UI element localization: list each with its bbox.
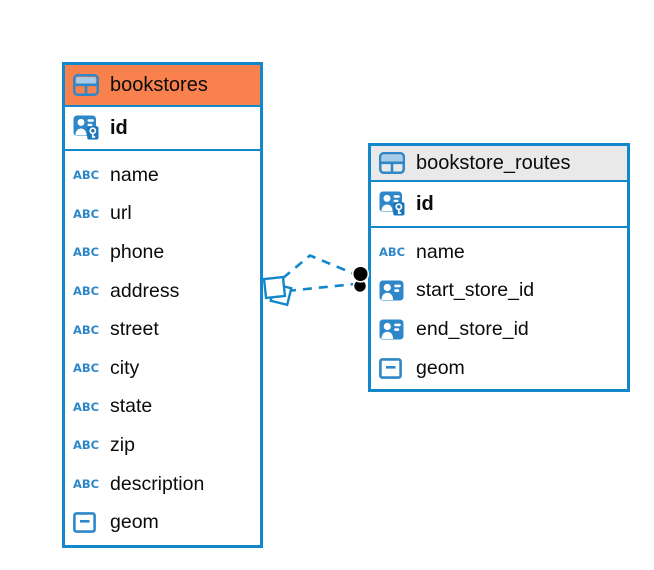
column-row[interactable]: ABC address [65,272,260,311]
column-row[interactable]: ABC description [65,465,260,504]
column-row[interactable]: ABC state [65,388,260,427]
column-name: address [110,279,180,302]
columns-section: ABC name ABC url ABC phone ABC address A… [65,151,260,542]
column-name: start_store_id [416,279,535,302]
table-icon [73,74,101,96]
column-row[interactable]: ABC city [65,349,260,388]
column-name: geom [110,511,159,534]
column-row[interactable]: ABC url [65,195,260,234]
column-row[interactable]: geom [371,349,627,388]
column-name: id [110,116,128,139]
relationship-diamond-marker[interactable] [262,275,287,300]
table-title: bookstores [110,73,208,96]
table-icon [379,152,407,174]
column-row[interactable]: ABC street [65,310,260,349]
column-row-pk[interactable]: id [65,107,260,151]
text-type-icon: ABC [379,245,406,260]
column-name: geom [416,356,465,379]
column-row[interactable]: geom [65,503,260,542]
relationship-diamond-marker[interactable] [269,282,293,307]
relationship-line[interactable] [282,253,358,279]
column-row[interactable]: ABC phone [65,233,260,272]
column-name: city [110,356,140,379]
relationship-dot-marker[interactable] [351,265,370,283]
column-name: description [110,472,205,495]
column-row[interactable]: end_store_id [371,310,627,349]
primary-key-icon [73,115,101,142]
column-row-pk[interactable]: id [371,182,627,228]
column-name: zip [110,433,135,456]
text-type-icon: ABC [73,477,100,492]
primary-key-icon [379,191,407,218]
column-row[interactable]: ABC zip [65,426,260,465]
text-type-icon: ABC [73,284,100,299]
entity-table-bookstores[interactable]: bookstores id ABC na [62,62,263,548]
relationship-dot-marker[interactable] [352,278,368,294]
column-name: state [110,395,153,418]
column-name: street [110,318,159,341]
column-row[interactable]: ABC name [65,156,260,195]
column-name: url [110,202,132,225]
column-name: id [416,192,434,215]
table-header-bookstores[interactable]: bookstores [65,65,260,107]
geometry-type-icon [379,357,407,379]
column-name: end_store_id [416,317,529,340]
column-row[interactable]: start_store_id [371,272,627,311]
table-title: bookstore_routes [416,151,571,174]
text-type-icon: ABC [73,399,100,414]
geometry-type-icon [73,512,101,534]
text-type-icon: ABC [73,206,100,221]
foreign-key-icon [379,280,407,301]
text-type-icon: ABC [73,322,100,337]
column-row[interactable]: ABC name [371,233,627,272]
entity-table-bookstore-routes[interactable]: bookstore_routes id ABC [368,143,630,392]
text-type-icon: ABC [73,438,100,453]
table-header-bookstore-routes[interactable]: bookstore_routes [371,146,627,182]
text-type-icon: ABC [73,361,100,376]
column-name: name [110,163,159,186]
relationship-line[interactable] [286,282,356,293]
text-type-icon: ABC [73,245,100,260]
text-type-icon: ABC [73,168,100,183]
foreign-key-icon [379,319,407,340]
columns-section: ABC name start_store_id [371,228,627,387]
column-name: phone [110,240,165,263]
column-name: name [416,240,465,263]
